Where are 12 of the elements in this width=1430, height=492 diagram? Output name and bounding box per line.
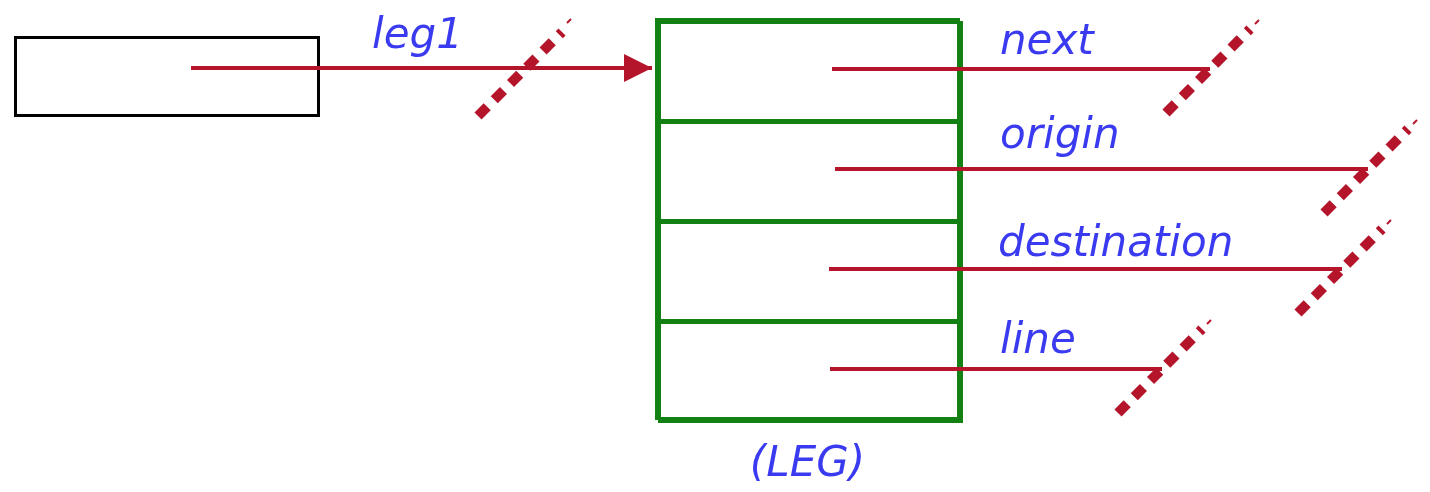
- reference-arrow: [191, 54, 652, 82]
- object-box: [14, 36, 320, 117]
- edge-label: next: [1000, 16, 1094, 64]
- edge-label: line: [1000, 315, 1076, 363]
- field-box: [658, 121, 963, 222]
- class-name: (LEG): [748, 438, 867, 486]
- edge-label: destination: [998, 218, 1234, 266]
- field-box: [658, 221, 963, 322]
- edge-label: origin: [1000, 110, 1120, 158]
- field-box: [658, 321, 963, 423]
- field-box: [658, 21, 963, 122]
- edge-label: leg1: [372, 10, 463, 58]
